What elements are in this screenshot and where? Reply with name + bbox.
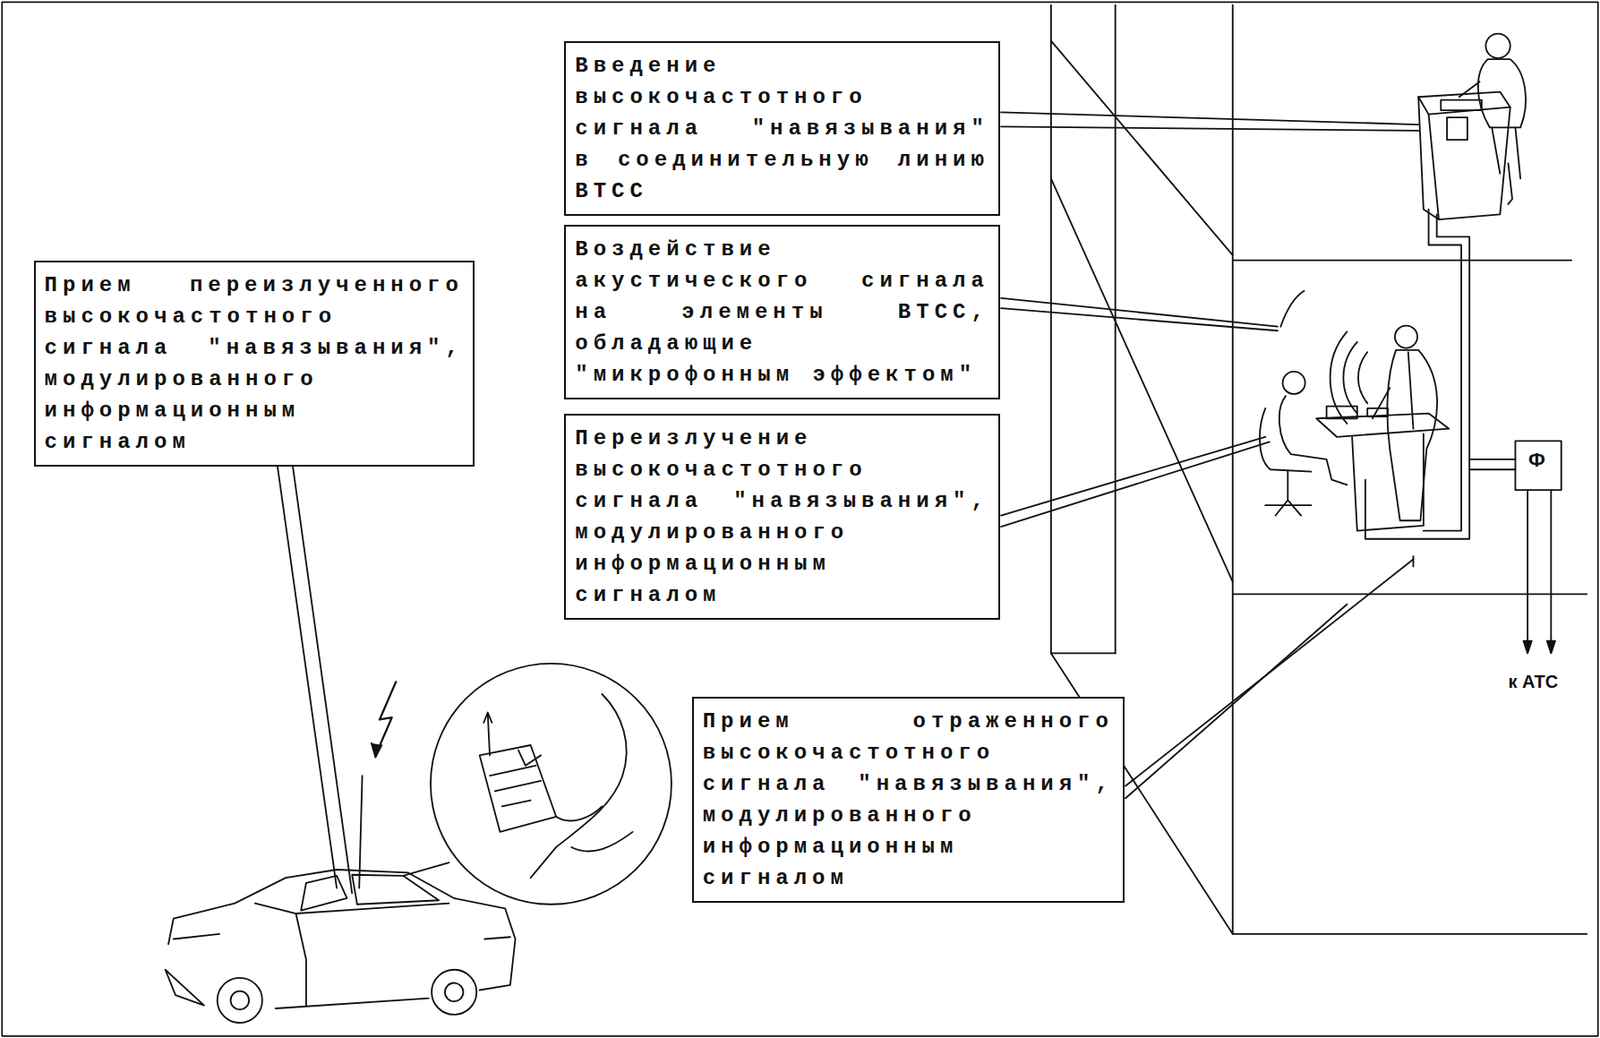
- inset-receiver-operator: [402, 663, 672, 905]
- filter-label: Ф: [1515, 448, 1558, 472]
- operator-desk: [1418, 34, 1526, 220]
- filter-box: [1514, 440, 1561, 653]
- callout-text: Прием переизлученного высокочастотного с…: [44, 269, 464, 458]
- callout-box: Переизлучение высокочастотного сигнала "…: [564, 413, 1001, 620]
- office-people: [1259, 290, 1449, 531]
- callout-box: Введение высокочастотного сигнала "навяз…: [564, 41, 1001, 216]
- callout-box: Воздействие акустического сигнала на эле…: [564, 224, 1001, 400]
- car: [165, 681, 516, 1023]
- line-wires: [1365, 209, 1516, 567]
- callout-text: Введение высокочастотного сигнала "навяз…: [574, 50, 990, 207]
- exchange-label: к АТС: [1507, 671, 1558, 693]
- callout-text: Переизлучение высокочастотного сигнала "…: [574, 422, 990, 611]
- callout-text: Прием отраженного высокочастотного сигна…: [702, 705, 1114, 894]
- callout-text: Воздействие акустического сигнала на эле…: [574, 233, 990, 391]
- building: [1051, 5, 1587, 934]
- callout-box: Прием отраженного высокочастотного сигна…: [692, 696, 1125, 903]
- callout-box: Прием переизлученного высокочастотного с…: [34, 260, 475, 467]
